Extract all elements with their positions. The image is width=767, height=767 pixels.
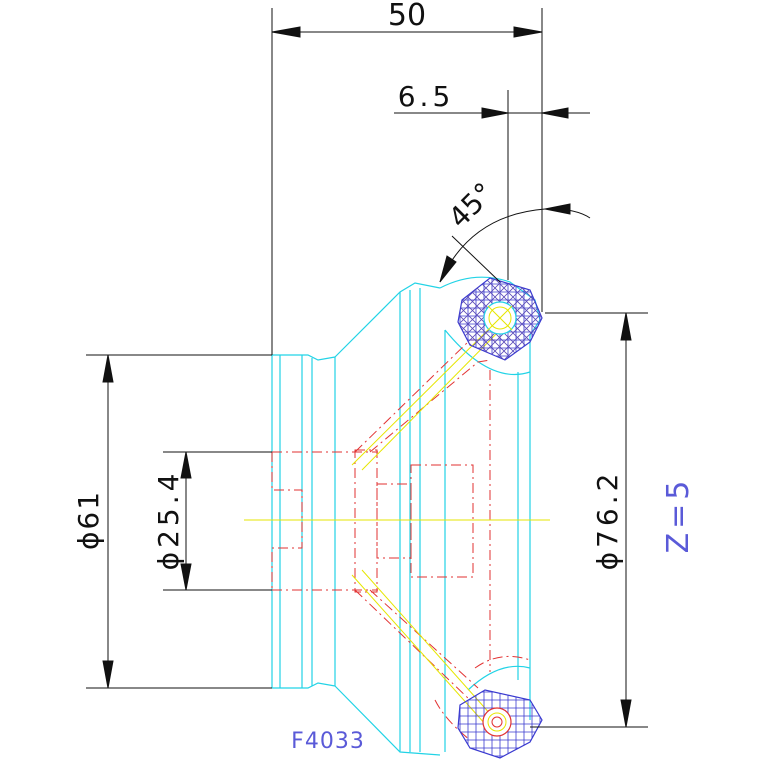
seat-center-mark-top	[487, 305, 513, 331]
arrow-76-top	[620, 312, 632, 341]
hatch-section-bottom	[457, 689, 543, 759]
counterbore-rect	[376, 483, 412, 559]
seat-inner-circle-bottom	[487, 712, 507, 732]
dimension-lines	[86, 8, 648, 728]
note-part-number: F4033	[291, 729, 365, 754]
tooth-hidden-arc	[474, 655, 531, 669]
arrow-76-bottom	[620, 699, 632, 728]
seat-inner-circle-top	[488, 306, 512, 330]
arrow-25-top	[180, 451, 192, 479]
arrow-50-left	[271, 26, 301, 38]
arrow-45-left	[439, 255, 457, 283]
hub-bottom-edge	[272, 682, 336, 689]
dim-text-50: 50	[388, 0, 426, 33]
chamfer-hidden-bottom	[354, 589, 471, 701]
keyway-profile	[271, 452, 303, 590]
dim-arc-45	[439, 208, 591, 283]
dim-text-phi61: ϕ61	[72, 490, 105, 550]
dim-text-6-5: 6.5	[398, 80, 455, 113]
tooth-root-top	[444, 329, 531, 376]
arrow-6-5-right	[541, 107, 569, 119]
hatch-section-top	[457, 277, 543, 361]
chamfer-hidden-top-2	[369, 359, 491, 453]
recess-rect	[410, 464, 474, 578]
dim-text-phi76-2: ϕ76.2	[591, 470, 624, 571]
bore-rect	[354, 449, 378, 593]
seat-circle-bottom	[482, 707, 512, 737]
dim-text-phi25-4: ϕ25.4	[152, 470, 185, 571]
arrow-45-right	[544, 203, 571, 215]
arrow-61-top	[102, 354, 114, 383]
arrow-61-bottom	[102, 660, 114, 689]
arrow-50-right	[513, 26, 543, 38]
hub-top-edge	[272, 354, 336, 361]
arrow-25-bottom	[180, 563, 192, 591]
seat-core-circle-bottom	[491, 716, 503, 728]
cone-top-edge	[334, 282, 441, 358]
ext-line-45	[451, 235, 501, 283]
chamfer-hidden-bottom-2	[369, 589, 479, 689]
arrow-6-5-left	[481, 107, 509, 119]
note-teeth-count: Z=5	[661, 477, 696, 554]
